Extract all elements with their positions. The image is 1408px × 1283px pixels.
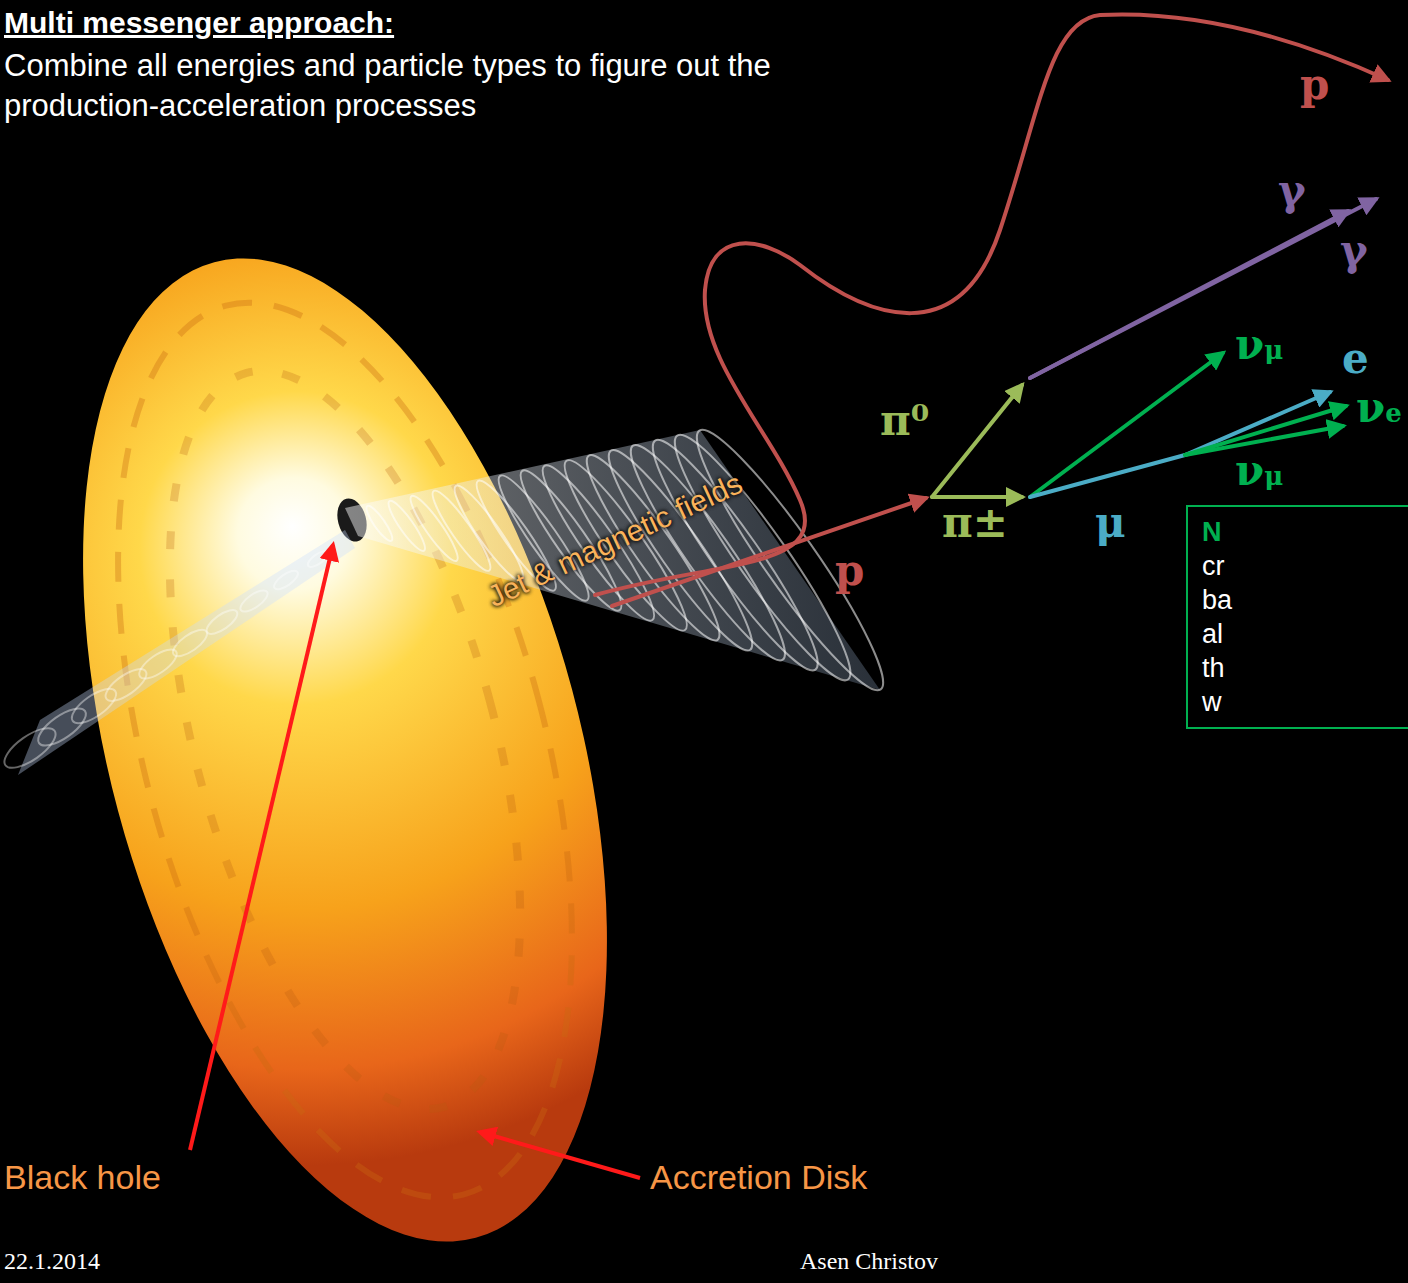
field-loop <box>67 683 122 730</box>
particle-label: νμ <box>1235 322 1283 368</box>
disk-streak <box>102 334 588 1146</box>
slide-title: Multi messenger approach: <box>4 6 394 40</box>
particle-label: νe <box>1356 385 1402 431</box>
field-loop <box>0 721 61 775</box>
note-box: Ncr ba al th w <box>1186 505 1408 729</box>
intro-text: Combine all energies and particle types … <box>4 46 904 126</box>
particle-label: π⁰ <box>880 398 929 444</box>
part-label: Accretion Disk <box>650 1158 867 1197</box>
field-loop <box>237 587 271 616</box>
note-heading: N <box>1202 515 1394 549</box>
field-loop <box>203 606 241 638</box>
particle-label: νμ <box>1235 448 1283 494</box>
photon-track <box>1030 199 1376 378</box>
jets <box>0 416 902 775</box>
note-body: cr ba al th w <box>1202 549 1246 719</box>
pion-track <box>932 385 1022 497</box>
footer-date: 22.1.2014 <box>4 1248 100 1275</box>
muon-track <box>1030 455 1185 497</box>
electron-track <box>1185 392 1330 455</box>
counter-jet <box>18 530 355 775</box>
accretion-disk <box>0 201 703 1283</box>
jet-cone <box>345 430 880 690</box>
particle-label: e <box>1342 336 1369 382</box>
particle-label: γ <box>1340 228 1368 274</box>
footer-author: Asen Christov <box>800 1248 938 1275</box>
pointer-arrows <box>190 545 640 1178</box>
field-loop <box>363 503 396 544</box>
pointer-arrow <box>480 1132 640 1178</box>
particle-label: γ <box>1278 168 1306 214</box>
pion-track <box>932 495 1022 499</box>
particle-label: μ <box>1095 500 1126 546</box>
field-loop <box>271 567 300 592</box>
field-loop <box>169 625 211 661</box>
field-loop <box>33 702 92 752</box>
disk-streak <box>33 254 657 1246</box>
neutrino-track <box>1185 406 1346 455</box>
particle-label: π± <box>942 500 1008 546</box>
particle-label: p <box>835 548 864 594</box>
pointer-arrow <box>190 545 333 1150</box>
part-label: Black hole <box>4 1158 161 1197</box>
field-loop <box>101 663 151 706</box>
field-loop <box>678 416 902 705</box>
field-loop <box>135 644 181 684</box>
particle-label: p <box>1300 62 1329 108</box>
neutrino-track <box>1030 353 1223 497</box>
disk-shape <box>0 201 703 1283</box>
field-loop <box>426 486 497 576</box>
field-loop <box>636 427 834 683</box>
